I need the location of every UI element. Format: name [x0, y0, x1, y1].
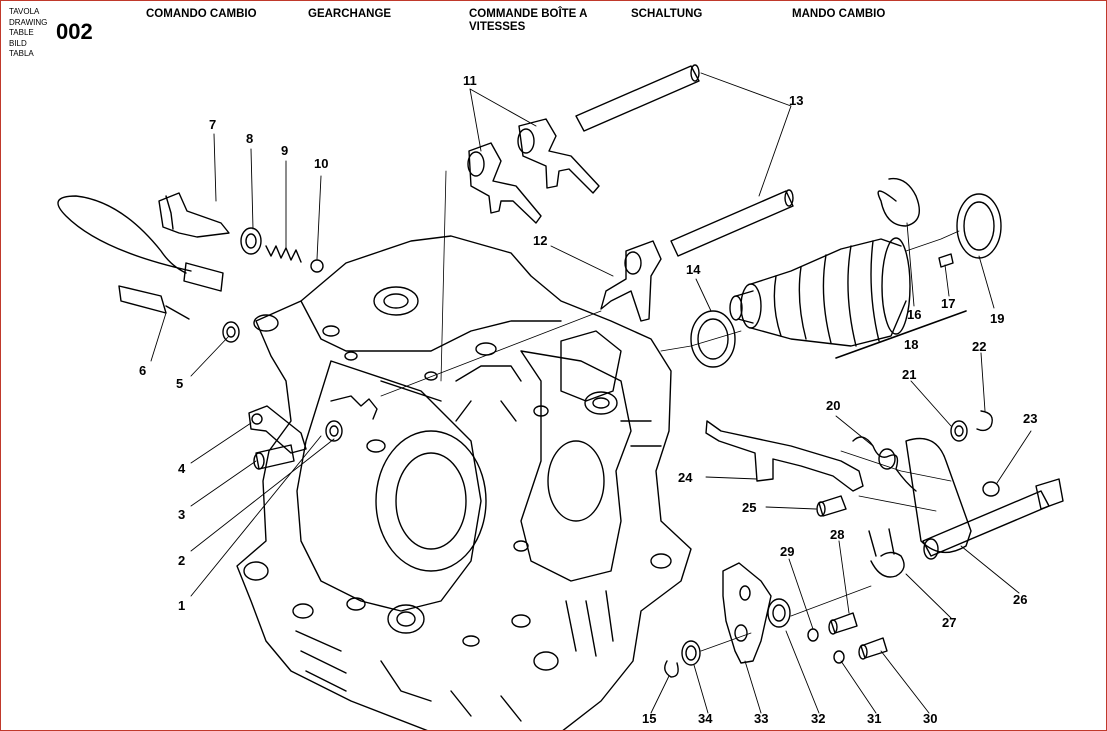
shaft-spring — [868, 528, 905, 578]
callout-31: 31 — [867, 711, 881, 726]
callout-34: 34 — [698, 711, 713, 726]
callout-1: 1 — [178, 598, 185, 613]
callout-30: 30 — [923, 711, 937, 726]
callout-25: 25 — [742, 500, 756, 515]
callout-32: 32 — [811, 711, 825, 726]
plate-small-washer-lower — [833, 650, 845, 664]
drum-circlip — [877, 177, 920, 227]
callout-15: 15 — [642, 711, 656, 726]
sheet-type-labels: TAVOLA DRAWING TABLE BILD TABLA — [9, 7, 47, 60]
callout-29: 29 — [780, 544, 794, 559]
detent-bolt — [158, 192, 230, 238]
callout-leaders — [150, 72, 1032, 714]
sheet-label: BILD — [9, 38, 27, 48]
header-english: GEARCHANGE — [308, 8, 392, 20]
callout-12: 12 — [533, 233, 547, 248]
plate-washer — [767, 598, 791, 628]
callout-23: 23 — [1023, 411, 1037, 426]
callout-27: 27 — [942, 615, 956, 630]
callout-5: 5 — [176, 376, 183, 391]
callout-33: 33 — [754, 711, 768, 726]
return-spring — [852, 436, 917, 492]
stop-plate — [248, 405, 307, 454]
callout-6: 6 — [139, 363, 146, 378]
selector-bolt — [816, 495, 847, 517]
neutral-sensor — [57, 195, 224, 320]
sheet-label: TABLA — [9, 49, 34, 58]
plate-circlip — [664, 660, 679, 678]
callout-28: 28 — [830, 527, 844, 542]
drum-washer — [956, 193, 1002, 259]
fork-shaft — [575, 64, 794, 257]
stop-bolt — [253, 444, 295, 470]
callout-8: 8 — [246, 131, 253, 146]
callout-13: 13 — [789, 93, 803, 108]
index-plate — [722, 562, 772, 664]
callout-7: 7 — [209, 117, 216, 132]
assembly-guide-lines — [380, 170, 960, 652]
plate-screw-lower — [858, 637, 888, 660]
plate-screw-upper — [828, 612, 858, 635]
shift-fork — [467, 118, 662, 322]
callout-labels: 1 2 3 4 5 6 7 8 9 10 11 12 13 14 15 16 1… — [139, 73, 1037, 726]
callout-22: 22 — [972, 339, 986, 354]
header-spanish: MANDO CAMBIO — [792, 8, 886, 20]
drawing-number: 002 — [56, 19, 93, 44]
callout-18: 18 — [904, 337, 918, 352]
drum-pin — [938, 253, 954, 268]
sheet-label: TAVOLA — [9, 7, 40, 16]
callout-4: 4 — [178, 461, 186, 476]
detent-washer — [240, 227, 262, 255]
callout-19: 19 — [990, 311, 1004, 326]
callout-14: 14 — [686, 262, 701, 277]
gearchange-shaft — [905, 437, 1064, 560]
sensor-washer — [222, 321, 240, 343]
gearshift-drum — [729, 237, 911, 347]
sheet-label: TABLE — [9, 28, 34, 37]
detent-ball — [310, 259, 324, 273]
callout-21: 21 — [902, 367, 916, 382]
callout-3: 3 — [178, 507, 185, 522]
plate-spacer — [681, 640, 701, 666]
callout-17: 17 — [941, 296, 955, 311]
selector-arm — [705, 420, 864, 492]
callout-20: 20 — [826, 398, 840, 413]
shaft-circlip — [976, 410, 993, 432]
callout-9: 9 — [281, 143, 288, 158]
callout-10: 10 — [314, 156, 328, 171]
drum-bearing-ring — [690, 310, 736, 368]
plate-small-washer-upper — [807, 628, 819, 642]
header-french: COMMANDE BOÎTE A VITESSES — [469, 8, 587, 33]
detent-spring — [265, 245, 302, 263]
callout-2: 2 — [178, 553, 185, 568]
callout-26: 26 — [1013, 592, 1027, 607]
header-italian: COMANDO CAMBIO — [146, 8, 257, 20]
stop-spring — [330, 395, 378, 420]
header-german: SCHALTUNG — [631, 8, 703, 20]
crankcase-half — [236, 235, 692, 730]
callout-16: 16 — [907, 307, 921, 322]
callout-11: 11 — [463, 73, 477, 88]
sheet-label: DRAWING — [9, 17, 48, 27]
shaft-bush — [982, 481, 1000, 497]
shaft-washer — [950, 420, 968, 442]
callout-24: 24 — [678, 470, 693, 485]
stop-washer — [325, 420, 343, 442]
